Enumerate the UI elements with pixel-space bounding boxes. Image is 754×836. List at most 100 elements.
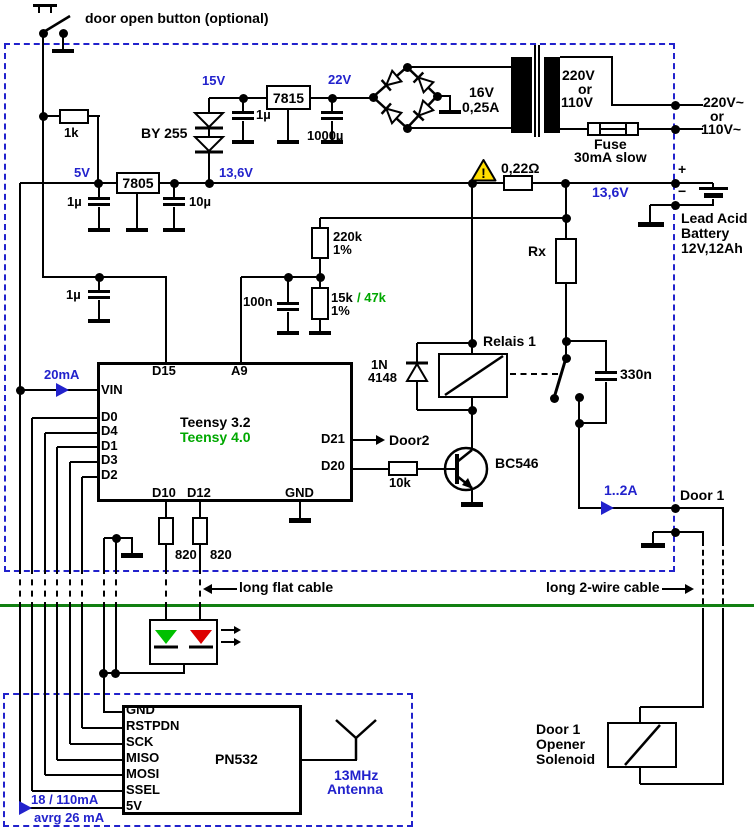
ground-symbol (638, 222, 664, 227)
wire (611, 57, 613, 106)
junction-dot (58, 28, 68, 38)
wire (640, 783, 724, 785)
wire (319, 320, 321, 331)
wire (471, 487, 473, 502)
flat-cable-wire (115, 568, 117, 608)
wire (98, 277, 100, 291)
resistor-820a-label: 820 (175, 547, 197, 562)
pin-d1: D1 (101, 438, 118, 453)
junction-dot (670, 100, 680, 110)
wire (97, 116, 99, 183)
net-22v-label: 22V (328, 72, 352, 87)
wire (650, 204, 714, 206)
relay-switch-lever (552, 357, 568, 399)
battery-plus-plate (699, 187, 728, 190)
junction-dot (204, 178, 214, 188)
wire (640, 706, 704, 708)
ground-symbol (321, 140, 343, 144)
resistor-15k-tol: 1% (331, 303, 350, 318)
wire (82, 727, 122, 729)
pin-d10: D10 (152, 485, 176, 500)
transformer-core (534, 45, 536, 137)
wire (43, 276, 167, 278)
wire (331, 121, 333, 140)
wire (98, 207, 100, 228)
wall-divider-line (0, 604, 754, 607)
by255-label: BY 255 (141, 125, 188, 141)
wire (115, 538, 117, 568)
capacitor-plate (88, 296, 110, 299)
ground-symbol (641, 543, 665, 548)
wire (103, 608, 105, 713)
junction-dot (110, 668, 120, 678)
wire (82, 476, 97, 478)
door-button-switch (41, 14, 71, 35)
capacitor-plate (88, 203, 110, 206)
flat-cable-arrow (203, 584, 237, 594)
ground-symbol (163, 228, 185, 232)
wire (45, 432, 97, 434)
junction-dot (561, 213, 571, 223)
pn532-pin-5v: 5V (126, 798, 142, 813)
wire (471, 343, 473, 354)
capacitor-plate (277, 308, 299, 311)
wire (560, 128, 587, 130)
ground-symbol (121, 553, 143, 558)
wire (605, 341, 607, 372)
net-13v6-label: 13,6V (219, 165, 253, 180)
wire (103, 538, 105, 568)
pin-d4: D4 (101, 423, 118, 438)
mains-label-or: or (710, 108, 724, 124)
pn532-module (122, 705, 302, 815)
transformer-pri-label-or: or (578, 81, 592, 97)
resistor-820-a (158, 517, 174, 545)
resistor-10k-label: 10k (389, 475, 411, 490)
ground-symbol (232, 140, 254, 144)
wire (31, 608, 33, 791)
junction-dot (327, 93, 337, 103)
regulator-7815: 7815 (266, 85, 311, 110)
battery-minus-plate (704, 193, 723, 198)
flat-cable-wire (44, 568, 46, 608)
ground-symbol (309, 331, 331, 335)
current-20ma-label: 20mA (44, 367, 80, 382)
wire (208, 98, 210, 113)
junction-dot (315, 272, 325, 282)
resistor-1k-label: 1k (64, 125, 79, 140)
net-15v-label: 15V (202, 73, 226, 88)
cap-330n-label: 330n (620, 366, 652, 382)
wire (199, 502, 201, 517)
flat-cable-wire (81, 568, 83, 608)
wire (115, 608, 117, 673)
resistor-820b-label: 820 (210, 547, 232, 562)
ground-symbol (52, 49, 74, 53)
teensy-name-1: Teensy 3.2 (180, 414, 251, 430)
wire (98, 183, 100, 198)
shunt-label: 0,22Ω (501, 160, 540, 176)
junction-dot (467, 178, 477, 188)
wire (19, 183, 21, 568)
pin-d21: D21 (321, 431, 345, 446)
battery-plus-label: + (678, 161, 687, 177)
capacitor-plate (163, 197, 185, 200)
wire (241, 276, 321, 278)
junction-dot (670, 503, 680, 513)
diode-label-1: 1N (371, 357, 388, 372)
wire (242, 98, 244, 112)
wire (353, 468, 388, 470)
wire (652, 532, 654, 543)
antenna-label-1: 13MHz (334, 767, 379, 783)
pin-a9: A9 (231, 363, 248, 378)
led-light-arrows (221, 626, 241, 646)
wire (418, 468, 444, 470)
flat-cable-label: long flat cable (239, 579, 334, 595)
cap-1u-label: 1µ (67, 194, 82, 209)
wire (533, 182, 713, 184)
net-5v-label: 5V (74, 165, 90, 180)
capacitor-plate (321, 111, 343, 114)
wire (57, 759, 122, 761)
wire (158, 182, 503, 184)
resistor-10k (388, 461, 418, 476)
capacitor-plate (277, 302, 299, 305)
wire (566, 340, 607, 342)
